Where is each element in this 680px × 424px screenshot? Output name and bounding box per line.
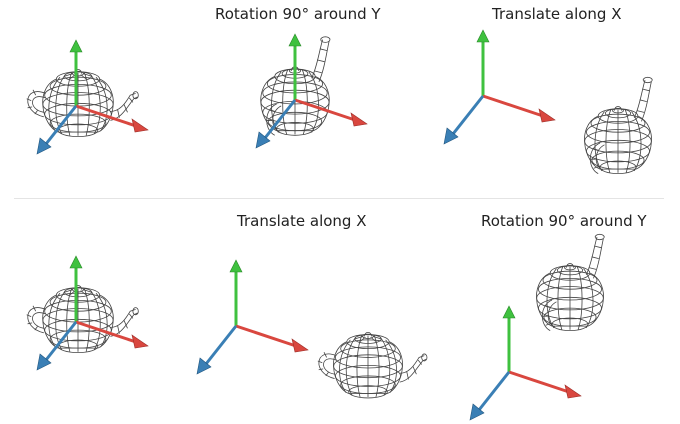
- scene-top-middle: [254, 32, 369, 150]
- coordinate-axes-icon: [468, 304, 583, 422]
- scene-top-left: [26, 38, 150, 156]
- coordinate-axes-icon: [195, 258, 310, 376]
- scene-bottom-middle: [195, 258, 428, 399]
- coordinate-axes-icon: [35, 38, 150, 156]
- teapot-wireframe-icon: [317, 331, 428, 399]
- teapot-wireframe-icon: [26, 69, 139, 138]
- coordinate-axes-icon: [442, 28, 557, 146]
- teapot-wireframe-icon: [26, 285, 139, 354]
- teapot-wireframe-icon: [536, 233, 605, 332]
- title-bottom-middle: Translate along X: [237, 212, 367, 230]
- coordinate-axes-icon: [35, 254, 150, 372]
- scene-bottom-left: [26, 254, 150, 372]
- row-divider: [14, 198, 664, 199]
- title-top-middle: Rotation 90° around Y: [215, 5, 381, 23]
- scene-bottom-right: [468, 233, 605, 422]
- title-bottom-right: Rotation 90° around Y: [481, 212, 647, 230]
- title-top-right: Translate along X: [492, 5, 622, 23]
- teapot-wireframe-icon: [584, 76, 653, 175]
- scene-top-right: [442, 28, 653, 175]
